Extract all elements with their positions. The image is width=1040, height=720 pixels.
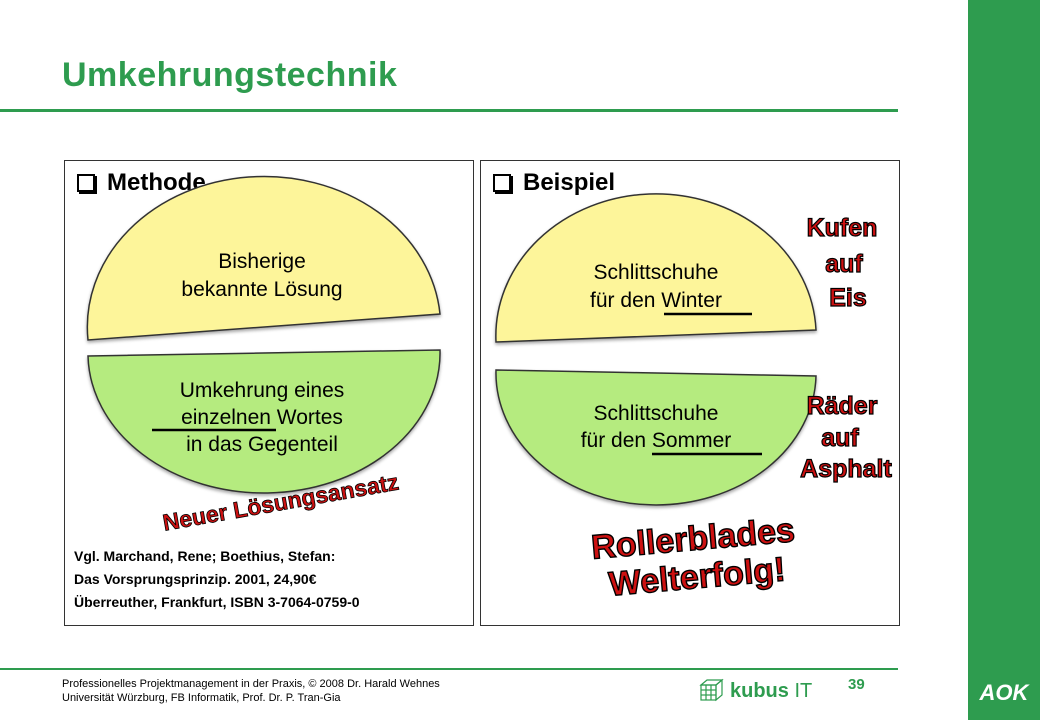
beispiel-heading: Beispiel <box>493 169 615 197</box>
upper-solution-line1: Bisherige <box>218 250 306 273</box>
kubus-it-logo: kubus IT <box>698 678 812 704</box>
summer-shape <box>495 369 817 506</box>
winter-line1: Schlittschuhe <box>594 261 719 284</box>
inversion-line2: einzelnen Wortes <box>181 406 343 429</box>
winter-shape <box>495 193 817 343</box>
slide-title: Umkehrungstechnik <box>62 56 398 94</box>
footer-rule <box>0 668 898 670</box>
svg-text:Asphalt: Asphalt <box>800 455 892 483</box>
upper-solution-shape <box>86 175 441 341</box>
winter-line2: für den Winter <box>590 289 722 312</box>
svg-text:auf: auf <box>825 250 863 278</box>
lower-inversion-shape <box>87 349 441 494</box>
checkbox-bullet-icon <box>77 174 95 192</box>
kubus-cube-icon <box>699 678 724 702</box>
kubus-wordmark: kubus IT <box>730 679 813 702</box>
inversion-underlined-word: einzelnen <box>181 406 271 429</box>
rollerblades-headline: Rollerblades Welterfolg! <box>589 511 797 605</box>
checkbox-bullet-icon <box>493 174 511 192</box>
page-number: 39 <box>848 676 865 693</box>
reference-text: Vgl. Marchand, Rene; Boethius, Stefan: D… <box>74 548 360 610</box>
upper-solution-line2: bekannte Lösung <box>181 278 342 301</box>
kufen-auf-eis-label: Kufen auf Eis <box>806 213 878 312</box>
inversion-line1: Umkehrung eines <box>180 379 345 402</box>
svg-text:Räder: Räder <box>807 392 878 420</box>
raeder-auf-asphalt-label: Räder auf Asphalt <box>800 391 894 483</box>
winter-word: Winter <box>661 289 722 312</box>
aok-brand-bar <box>968 0 1040 720</box>
summer-line2: für den Sommer <box>581 429 732 452</box>
summer-word: Sommer <box>652 429 731 452</box>
summer-line1: Schlittschuhe <box>594 402 719 425</box>
footer-credits: Professionelles Projektmanagement in der… <box>62 678 440 704</box>
inversion-line3: in das Gegenteil <box>186 433 338 456</box>
title-rule <box>0 109 898 112</box>
svg-text:Eis: Eis <box>829 284 867 312</box>
svg-text:Kufen: Kufen <box>807 214 878 242</box>
svg-text:auf: auf <box>821 424 859 452</box>
aok-logo: AOK <box>979 680 1029 705</box>
